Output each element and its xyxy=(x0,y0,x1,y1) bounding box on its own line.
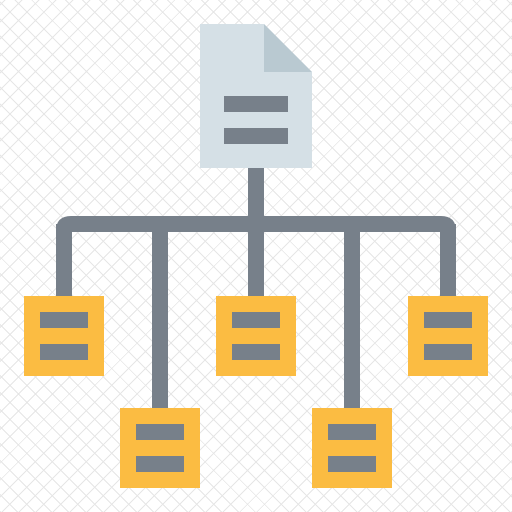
node-box xyxy=(24,296,104,376)
node-line xyxy=(40,312,88,328)
node-box xyxy=(216,296,296,376)
node-box xyxy=(408,296,488,376)
branch-5 xyxy=(440,224,456,296)
node-box xyxy=(312,408,392,488)
document-icon xyxy=(200,24,312,168)
child-node-1 xyxy=(24,296,104,376)
document-line xyxy=(224,96,288,112)
document-line xyxy=(224,128,288,144)
root-stem xyxy=(248,166,264,224)
child-node-4 xyxy=(312,408,392,488)
node-line xyxy=(232,344,280,360)
node-line xyxy=(328,456,376,472)
connector-lines xyxy=(56,166,456,408)
child-node-3 xyxy=(216,296,296,376)
document-fold xyxy=(264,24,312,72)
branch-1 xyxy=(56,224,72,296)
branch-4 xyxy=(344,224,360,408)
node-line xyxy=(40,344,88,360)
node-line xyxy=(424,344,472,360)
child-node-5 xyxy=(408,296,488,376)
node-box xyxy=(120,408,200,488)
node-line xyxy=(136,456,184,472)
child-node-2 xyxy=(120,408,200,488)
branch-3 xyxy=(248,224,264,296)
branch-2 xyxy=(152,224,168,408)
node-line xyxy=(328,424,376,440)
node-line xyxy=(136,424,184,440)
node-line xyxy=(232,312,280,328)
node-line xyxy=(424,312,472,328)
